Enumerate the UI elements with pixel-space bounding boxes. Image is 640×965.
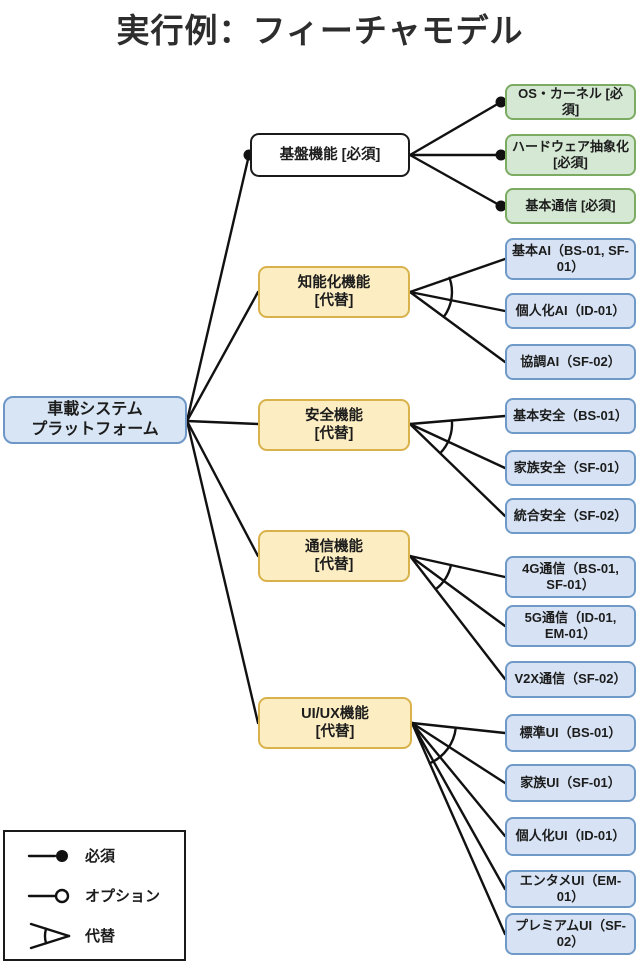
leaf-node-os-kernel: OS・カーネル [必須] <box>505 84 636 120</box>
alternative-arc <box>428 726 457 765</box>
legend-box: 必須 オプション 代替 <box>3 830 186 961</box>
edge-intelligence-1 <box>408 257 507 294</box>
mandatory-dot <box>495 200 507 212</box>
mandatory-symbol-icon <box>27 849 68 862</box>
legend-label: 必須 <box>85 848 116 865</box>
edge-uiux-3 <box>410 721 507 838</box>
leaf-node-basic-safety: 基本安全（BS-01） <box>505 398 636 434</box>
leaf-node-personalized-ai: 個人化AI（ID-01） <box>505 293 636 329</box>
edge-comm-2 <box>408 554 507 628</box>
alternative-symbol-icon <box>29 922 71 949</box>
edge-safety-1 <box>408 414 507 426</box>
edge-foundation-os <box>408 100 503 157</box>
edge-safety-2 <box>408 422 507 470</box>
edge-intelligence-3 <box>408 290 507 364</box>
leaf-node-premium-ui: プレミアムUI（SF-02） <box>505 913 636 955</box>
leaf-node-family-safety: 家族安全（SF-01） <box>505 450 636 486</box>
edge-comm-3 <box>408 554 507 681</box>
group-node-intelligence: 知能化機能 [代替] <box>258 266 410 318</box>
legend-item-optional: オプション <box>27 881 184 911</box>
edge-root-intelligence <box>185 290 260 423</box>
mandatory-dot <box>495 96 507 108</box>
edge-intelligence-2 <box>408 290 507 313</box>
edge-root-uiux <box>185 419 260 725</box>
legend-label: 代替 <box>85 928 116 945</box>
edge-uiux-1 <box>410 721 507 735</box>
group-node-safety: 安全機能 [代替] <box>258 399 410 451</box>
edge-uiux-4 <box>410 721 507 891</box>
leaf-node-5g: 5G通信（ID-01, EM-01） <box>505 605 636 647</box>
leaf-node-basic-ai: 基本AI（BS-01, SF-01） <box>505 238 636 280</box>
edge-uiux-5 <box>410 721 507 936</box>
edge-safety-3 <box>408 422 507 518</box>
mandatory-dot <box>495 149 507 161</box>
alternative-arc <box>439 419 454 455</box>
edge-uiux-2 <box>410 721 507 785</box>
alternative-arc <box>434 563 453 591</box>
edge-comm-1 <box>408 554 507 579</box>
root-node-vehicle-platform: 車載システム プラットフォーム <box>3 396 187 444</box>
leaf-node-integrated-safety: 統合安全（SF-02） <box>505 498 636 534</box>
optional-symbol-icon <box>27 888 70 903</box>
alternative-arc <box>442 276 454 319</box>
leaf-node-personalized-ui: 個人化UI（ID-01） <box>505 817 636 856</box>
leaf-node-hardware-abstraction: ハードウェア抽象化 [必須] <box>505 134 636 176</box>
leaf-node-v2x: V2X通信（SF-02） <box>505 661 636 698</box>
edge-root-safety <box>185 419 260 426</box>
leaf-node-4g: 4G通信（BS-01, SF-01） <box>505 556 636 598</box>
leaf-node-cooperative-ai: 協調AI（SF-02） <box>505 344 636 380</box>
legend-item-alternative: 代替 <box>27 921 184 951</box>
legend-item-mandatory: 必須 <box>27 841 184 871</box>
group-node-communication: 通信機能 [代替] <box>258 530 410 582</box>
leaf-node-standard-ui: 標準UI（BS-01） <box>505 714 636 752</box>
edge-root-communication <box>185 419 260 558</box>
diagram-title: 実行例：フィーチャモデル <box>116 12 524 49</box>
leaf-node-basic-communication: 基本通信 [必須] <box>505 188 636 224</box>
leaf-node-family-ui: 家族UI（SF-01） <box>505 764 636 802</box>
edge-root-foundation <box>185 153 251 423</box>
edge-foundation-basiccomm <box>408 153 503 208</box>
legend-label: オプション <box>85 888 161 905</box>
leaf-node-entertainment-ui: エンタメUI（EM-01） <box>505 870 636 908</box>
group-node-foundation: 基盤機能 [必須] <box>250 133 410 177</box>
group-node-uiux: UI/UX機能 [代替] <box>258 697 412 749</box>
